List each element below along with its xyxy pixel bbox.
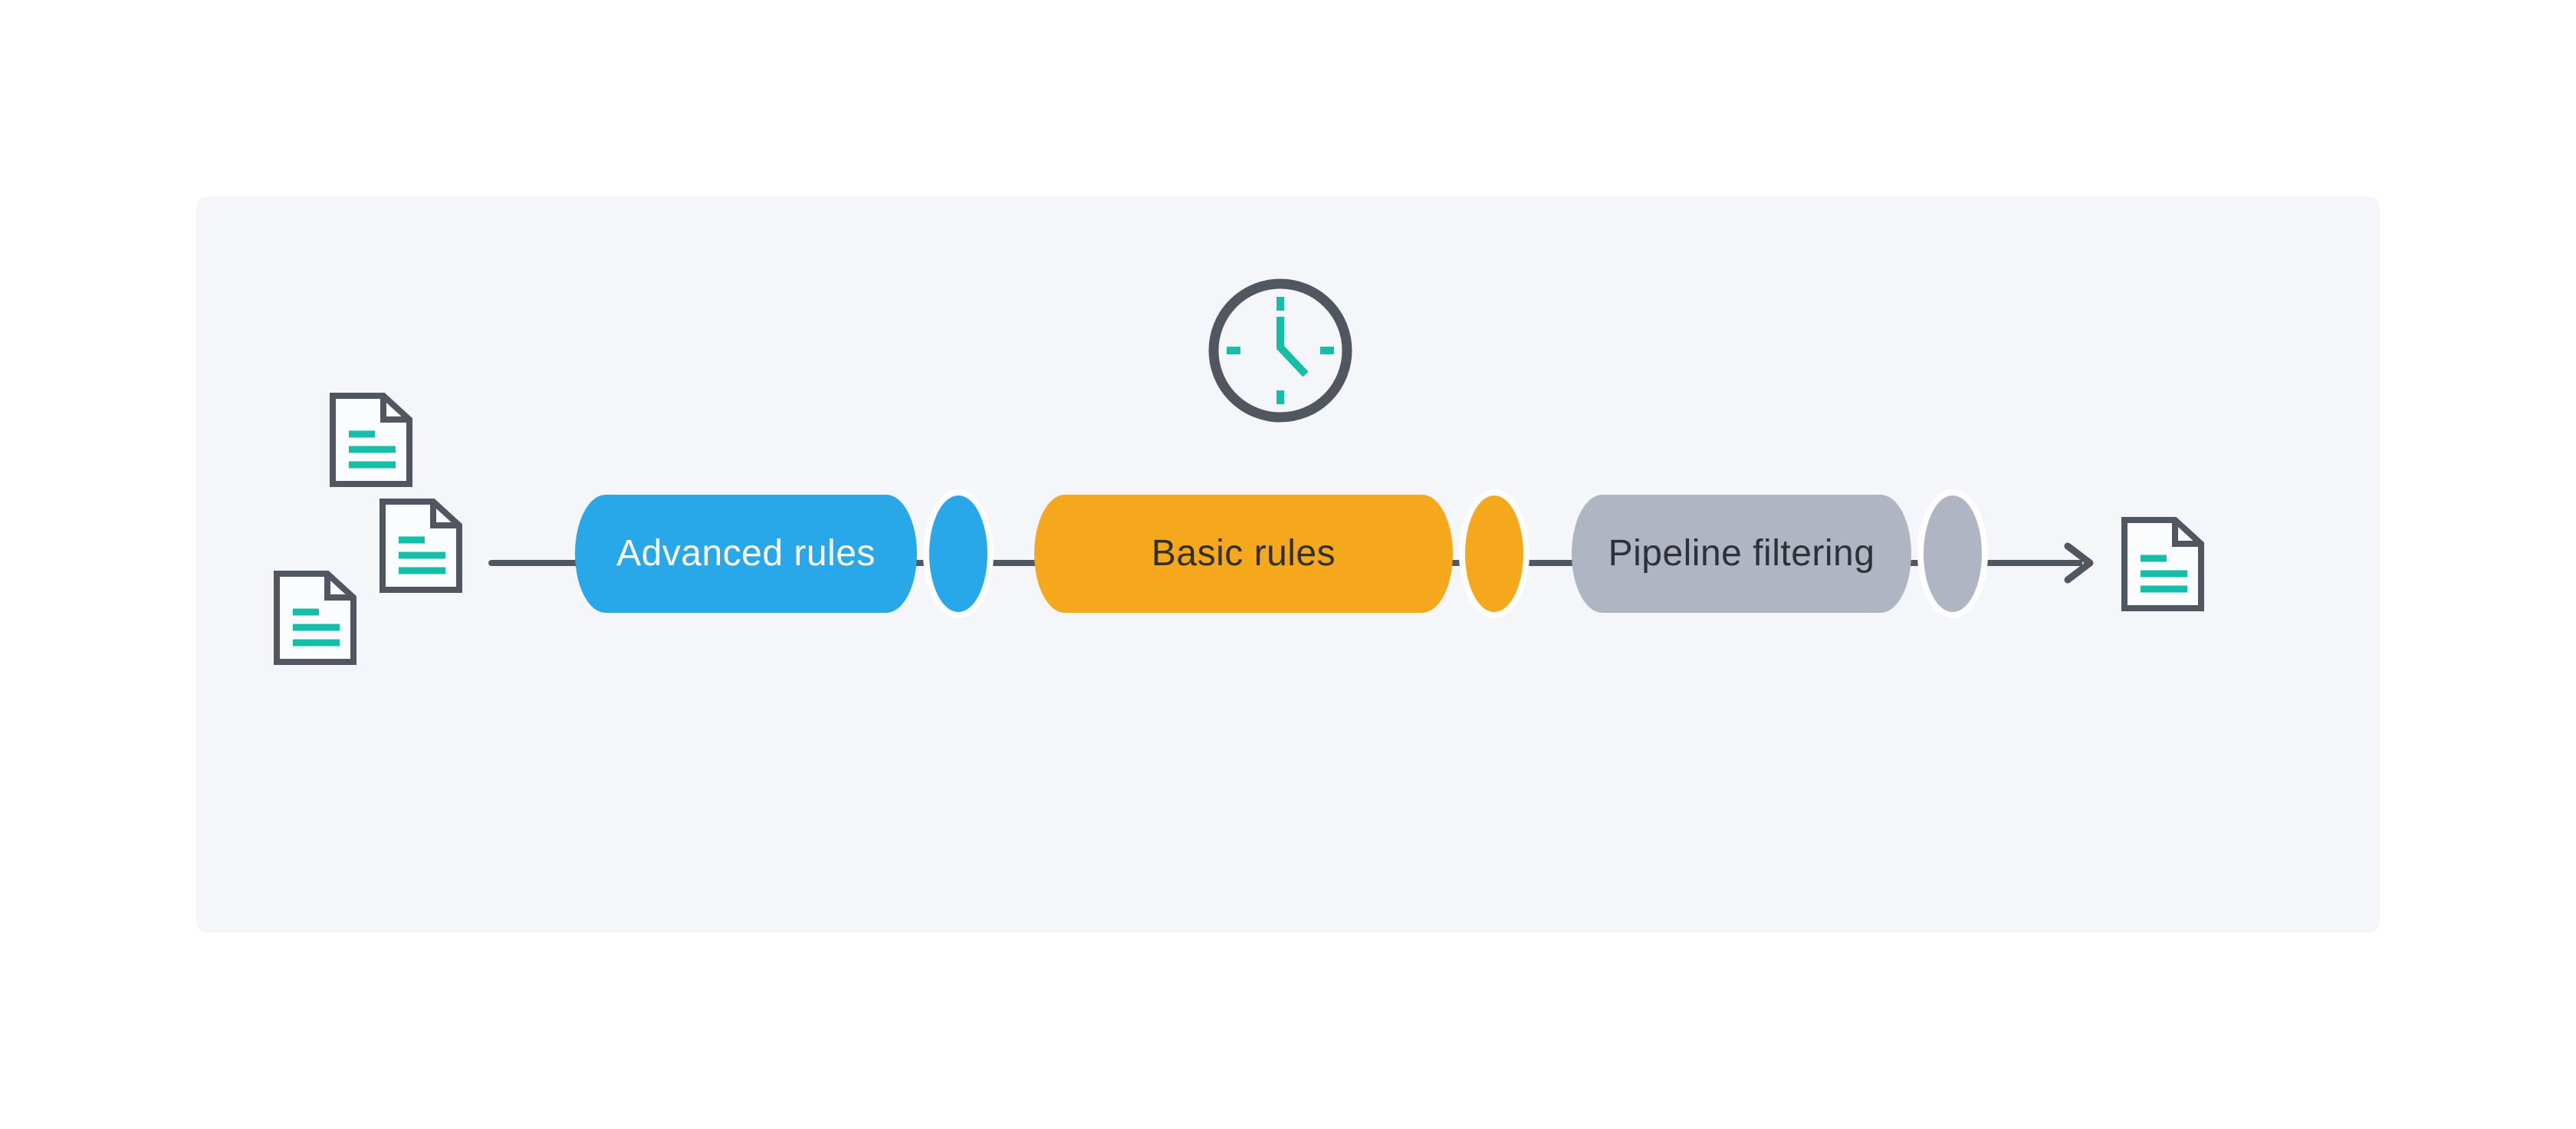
- stage-label: Pipeline filtering: [1608, 533, 1875, 574]
- stage-label: Basic rules: [1151, 533, 1336, 574]
- document-icon: [380, 499, 462, 593]
- document-icon: [2121, 517, 2204, 611]
- document-icon: [274, 571, 356, 665]
- cylinder-end-cap: [923, 489, 994, 618]
- stage-label: Advanced rules: [616, 533, 876, 574]
- cylinder-end-cap: [1917, 489, 1988, 618]
- document-icon: [330, 393, 412, 487]
- cylinder-body: Pipeline filtering: [1572, 495, 1911, 613]
- clock-icon: [1208, 278, 1352, 423]
- cylinder-body: Advanced rules: [575, 495, 917, 613]
- cylinder-end-cap: [1459, 489, 1530, 618]
- arrow-right-icon: [2064, 542, 2094, 584]
- pipeline-panel: Advanced rules Basic rules Pipeline filt…: [196, 196, 2380, 933]
- cylinder-body: Basic rules: [1034, 495, 1453, 613]
